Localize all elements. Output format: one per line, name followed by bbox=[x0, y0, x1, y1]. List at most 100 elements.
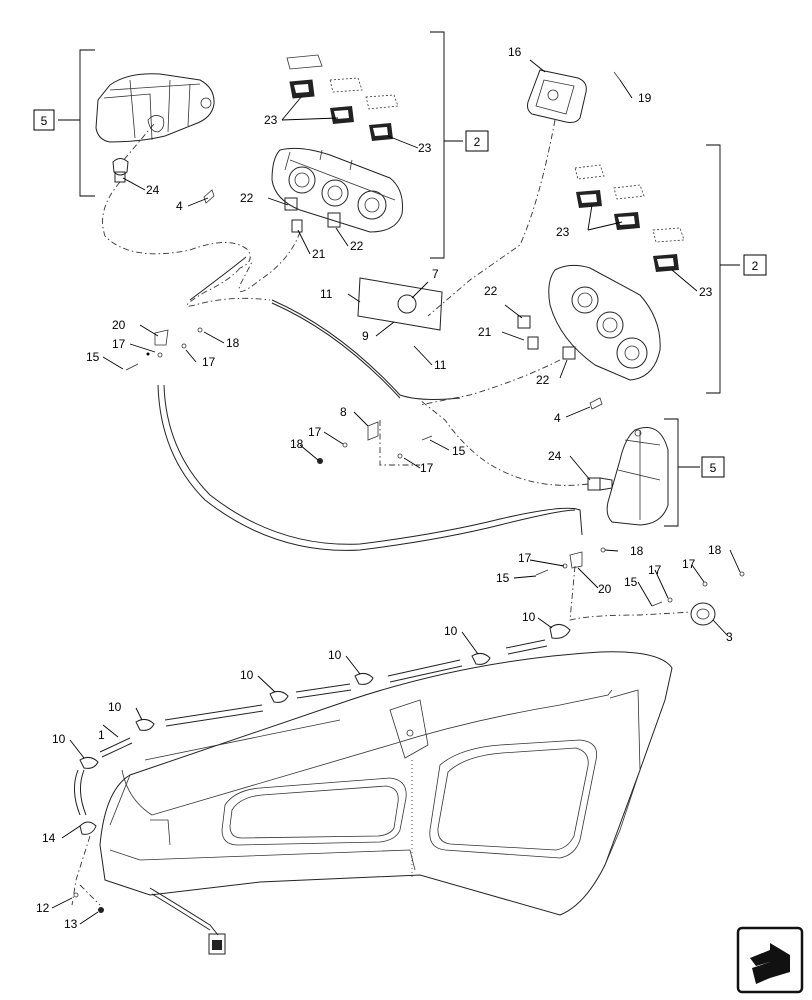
callout-17-g: 17 bbox=[682, 557, 696, 571]
callout-20-b: 20 bbox=[598, 582, 612, 596]
callout-10-b: 10 bbox=[444, 624, 458, 638]
nut-13 bbox=[98, 907, 104, 913]
callout-22-d: 22 bbox=[536, 373, 550, 387]
tail-lamp-right bbox=[548, 264, 661, 381]
callout-10-d: 10 bbox=[240, 668, 254, 682]
wire-right-lamp bbox=[419, 359, 561, 406]
fasteners-center bbox=[317, 421, 433, 464]
wire-bulb24-top bbox=[102, 181, 251, 269]
callout-1: 1 bbox=[98, 728, 105, 742]
next-page-arrow-icon[interactable] bbox=[736, 926, 804, 994]
screw-19 bbox=[613, 71, 621, 81]
main-hose-inner bbox=[163, 384, 583, 545]
wire-clip14 bbox=[71, 835, 91, 906]
wire-bracket8 bbox=[379, 420, 420, 466]
connectors-right bbox=[574, 164, 685, 272]
connector-bottom bbox=[208, 933, 226, 955]
callout-18-a: 18 bbox=[226, 336, 240, 350]
main-hose-outer bbox=[157, 384, 576, 551]
fastener-12 bbox=[73, 892, 79, 898]
callout-10-e: 10 bbox=[108, 700, 122, 714]
box-callout-2-top bbox=[465, 130, 489, 152]
bulb-24-right bbox=[587, 477, 613, 491]
sockets-right bbox=[517, 315, 603, 410]
callout-5: 5 bbox=[710, 461, 717, 475]
callout-22-a: 22 bbox=[240, 191, 254, 205]
callout-14: 14 bbox=[42, 831, 56, 845]
callout-23-c: 23 bbox=[556, 225, 570, 239]
callout-15-a: 15 bbox=[86, 350, 100, 364]
callout-2-top: 2 bbox=[474, 135, 481, 149]
harness-wire-top bbox=[271, 299, 461, 400]
bracket-5 bbox=[664, 418, 679, 527]
wire-top-lamp-2 bbox=[238, 231, 301, 292]
wire-lamp16 bbox=[427, 119, 556, 317]
callout-23-d: 23 bbox=[699, 285, 713, 299]
callout-10-a: 10 bbox=[522, 610, 536, 624]
callout-4-top: 4 bbox=[176, 199, 183, 213]
callout-7: 7 bbox=[432, 267, 439, 281]
box-callout-2-right bbox=[743, 254, 767, 276]
wire-lamp5 bbox=[419, 399, 589, 486]
line-lamp6-bulb bbox=[121, 123, 155, 163]
callout-19: 19 bbox=[638, 91, 652, 105]
callout-10-c: 10 bbox=[328, 648, 342, 662]
callout-17-b: 17 bbox=[202, 355, 216, 369]
box-callout-5 bbox=[701, 456, 725, 478]
callout-20-a: 20 bbox=[112, 318, 126, 332]
callout-24-b: 24 bbox=[548, 449, 562, 463]
bracket-6 bbox=[79, 49, 95, 197]
callout-18-d: 18 bbox=[708, 543, 722, 557]
grommet-3 bbox=[690, 602, 716, 626]
callout-17-c: 17 bbox=[308, 425, 322, 439]
hood-hose-segments bbox=[74, 639, 548, 936]
callout-17-d: 17 bbox=[420, 461, 434, 475]
hood-panel bbox=[99, 651, 673, 916]
callout-8: 8 bbox=[340, 405, 347, 419]
callout-22-c: 22 bbox=[484, 284, 498, 298]
license-plate-7 bbox=[357, 277, 443, 331]
clips-10 bbox=[79, 624, 571, 769]
callout-21-a: 21 bbox=[312, 247, 326, 261]
lamp-16 bbox=[527, 69, 587, 123]
callout-10-f: 10 bbox=[52, 732, 66, 746]
callout-3: 3 bbox=[726, 630, 733, 644]
callout-22-b: 22 bbox=[350, 239, 364, 253]
callout-23-a: 23 bbox=[264, 113, 278, 127]
wire-top-lamp bbox=[186, 267, 271, 307]
box-callout-6 bbox=[33, 109, 55, 131]
callout-17-a: 17 bbox=[112, 337, 126, 351]
callout-11-a: 11 bbox=[320, 287, 333, 301]
callout-18-b: 18 bbox=[290, 437, 304, 451]
callout-17-e: 17 bbox=[518, 551, 532, 565]
wire-to-grommet bbox=[569, 565, 693, 621]
callout-11-b: 11 bbox=[434, 358, 447, 372]
callout-21-b: 21 bbox=[478, 325, 492, 339]
callout-24-a: 24 bbox=[146, 183, 160, 197]
leader-lines bbox=[51, 59, 741, 925]
callout-12: 12 bbox=[36, 901, 50, 915]
callout-18-c: 18 bbox=[630, 544, 644, 558]
line-12-13 bbox=[79, 884, 101, 906]
callout-16: 16 bbox=[508, 45, 522, 59]
callout-2-right: 2 bbox=[752, 259, 759, 273]
callout-6: 5 bbox=[41, 114, 48, 128]
connectors-top bbox=[286, 54, 399, 141]
harness-wire-top-2 bbox=[271, 302, 401, 399]
clip-14 bbox=[79, 821, 97, 835]
tail-lamp-top bbox=[271, 147, 403, 233]
callout-17-f: 17 bbox=[648, 563, 662, 577]
side-lamp-assembly-6 bbox=[95, 73, 215, 143]
callout-4-right: 4 bbox=[554, 411, 561, 425]
callout-23-b: 23 bbox=[418, 141, 432, 155]
callout-15-c: 15 bbox=[496, 571, 510, 585]
bracket-2-top bbox=[430, 31, 445, 259]
callout-15-b: 15 bbox=[452, 444, 466, 458]
bracket-2-right bbox=[706, 144, 721, 394]
sockets-top bbox=[203, 189, 341, 233]
bulb-24-top bbox=[112, 158, 129, 183]
fasteners-left bbox=[125, 327, 203, 371]
callout-13: 13 bbox=[64, 917, 78, 931]
side-lamp-assembly-5 bbox=[606, 427, 669, 526]
